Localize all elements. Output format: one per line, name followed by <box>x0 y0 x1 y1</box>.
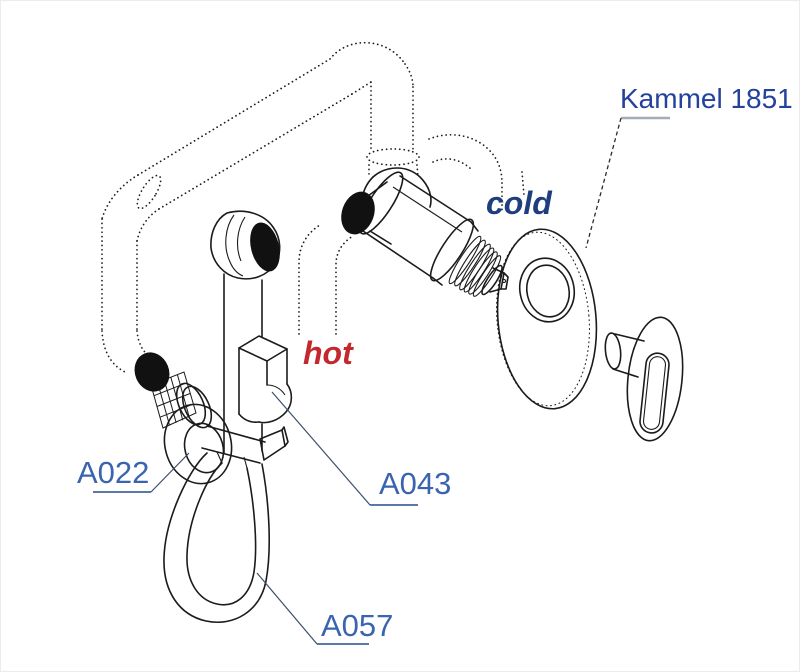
part-label-a022: A022 <box>77 455 150 490</box>
product-label: Kammel 1851 <box>620 83 793 114</box>
pipe-end-seal <box>134 352 170 392</box>
hook-loop <box>163 451 271 623</box>
bracket-ring <box>163 403 233 485</box>
bracket-tab <box>259 429 286 461</box>
pipe-joint-ring <box>136 174 162 210</box>
a043-leader <box>271 391 371 506</box>
knob-face-seal <box>250 222 280 272</box>
wall-plate <box>496 228 598 410</box>
valve-inlet-seal <box>341 191 375 235</box>
cold-label: cold <box>486 185 552 221</box>
handle-slot <box>639 352 670 434</box>
plate-hole <box>518 257 576 323</box>
cold-supply-pipe <box>428 133 525 211</box>
part-label-a057: A057 <box>321 608 394 643</box>
knurled-fitting <box>150 371 197 429</box>
handle-escutcheon <box>604 316 684 442</box>
cartridge-rib <box>448 235 482 285</box>
leader-lines <box>93 116 670 645</box>
part-label-a043: A043 <box>379 466 452 501</box>
cartridge-rib <box>454 239 486 287</box>
hot-supply-pipe <box>298 224 354 335</box>
hot-label: hot <box>303 335 353 371</box>
a022-leader <box>150 452 190 493</box>
wall-bracket <box>134 352 289 485</box>
cartridge-rib <box>472 255 502 297</box>
a057-leader <box>256 572 318 645</box>
concealed-pipes <box>101 41 420 373</box>
handle-stub <box>604 332 622 370</box>
slider-block <box>238 335 293 424</box>
product-leader <box>585 117 622 249</box>
mixer-cartridge <box>341 167 509 297</box>
holder-knob <box>210 210 281 280</box>
pipe-coupling-ring <box>366 148 420 166</box>
cartridge-rib <box>468 251 498 295</box>
